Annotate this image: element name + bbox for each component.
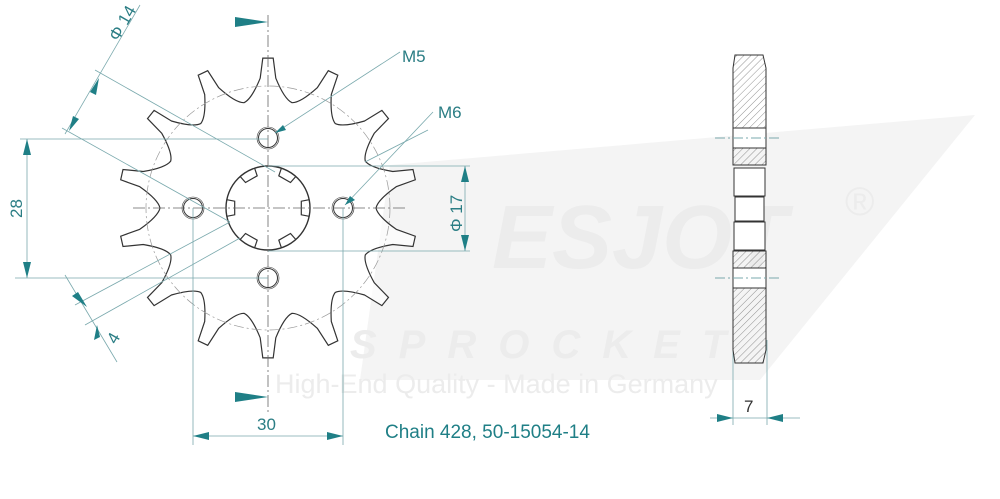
watermark-tagline: High-End Quality - Made in Germany [275,369,718,399]
spline-tooth [278,232,297,248]
spline-tooth [278,168,297,184]
part-caption: Chain 428, 50-15054-14 [385,422,590,443]
width-label: 30 [257,415,276,434]
bore-diameter-label: Φ 14 [105,2,140,44]
thickness-label: 7 [744,397,753,416]
watermark-logo: ESJOT ® SPROCKET High-End Quality - Made… [275,115,975,399]
sprocket-side-view [715,54,780,364]
watermark-subtitle: SPROCKET [350,323,748,367]
height-label: 28 [7,199,26,218]
thread-m5-label: M5 [402,47,426,66]
spline-tooth [239,232,258,248]
spline-tooth [239,168,258,184]
watermark-registered: ® [845,180,874,224]
centerlines [133,15,405,415]
dimension-arrows [23,17,783,440]
spline-diameter-label: Φ 17 [447,195,466,232]
thread-m6-label: M6 [438,103,462,122]
dimension-lines [15,4,800,445]
